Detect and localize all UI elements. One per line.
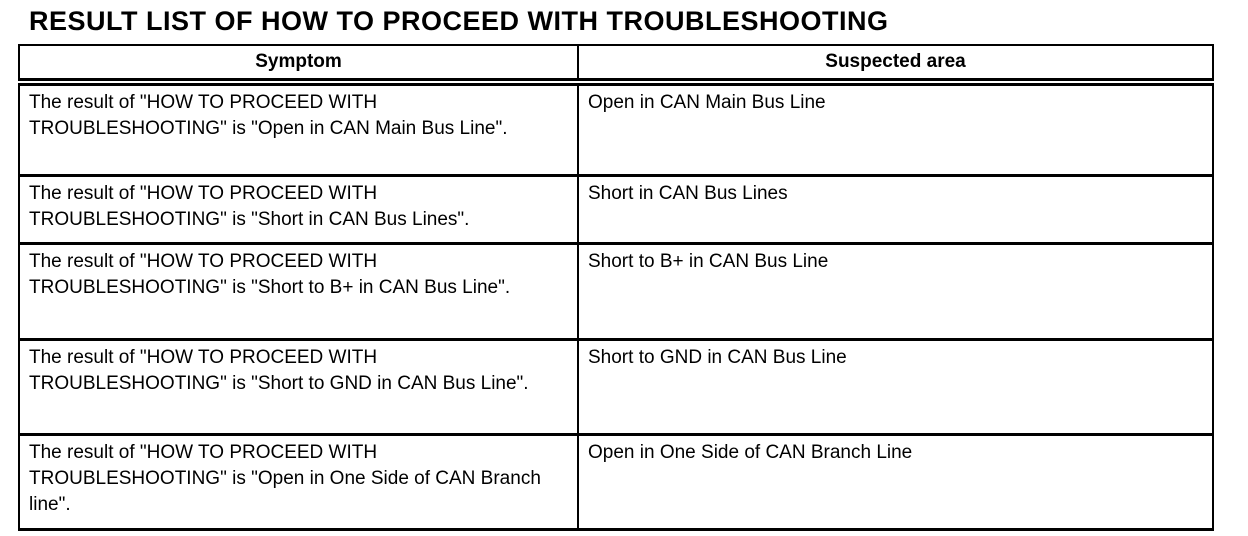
troubleshooting-result-table: Symptom Suspected area The result of "HO… bbox=[18, 44, 1214, 531]
table-row: The result of "HOW TO PROCEED WITH TROUB… bbox=[18, 174, 1214, 245]
suspected-area-cell: Open in CAN Main Bus Line bbox=[577, 80, 1214, 177]
table-body: The result of "HOW TO PROCEED WITH TROUB… bbox=[18, 80, 1214, 531]
suspected-area-cell: Short to B+ in CAN Bus Line bbox=[577, 242, 1214, 341]
table-row: The result of "HOW TO PROCEED WITH TROUB… bbox=[18, 242, 1214, 341]
symptom-cell: The result of "HOW TO PROCEED WITH TROUB… bbox=[18, 174, 579, 245]
symptom-cell: The result of "HOW TO PROCEED WITH TROUB… bbox=[18, 80, 579, 177]
table-header-row: Symptom Suspected area bbox=[18, 44, 1214, 86]
symptom-cell: The result of "HOW TO PROCEED WITH TROUB… bbox=[18, 433, 579, 531]
table-row: The result of "HOW TO PROCEED WITH TROUB… bbox=[18, 433, 1214, 531]
table-row: The result of "HOW TO PROCEED WITH TROUB… bbox=[18, 338, 1214, 436]
suspected-area-cell: Short in CAN Bus Lines bbox=[577, 174, 1214, 245]
page-title: RESULT LIST OF HOW TO PROCEED WITH TROUB… bbox=[29, 6, 889, 36]
column-header-suspected-area: Suspected area bbox=[577, 44, 1214, 86]
symptom-cell: The result of "HOW TO PROCEED WITH TROUB… bbox=[18, 242, 579, 341]
table-row: The result of "HOW TO PROCEED WITH TROUB… bbox=[18, 80, 1214, 177]
column-header-symptom: Symptom bbox=[18, 44, 579, 86]
table-header: Symptom Suspected area bbox=[18, 44, 1214, 86]
symptom-cell: The result of "HOW TO PROCEED WITH TROUB… bbox=[18, 338, 579, 436]
suspected-area-cell: Short to GND in CAN Bus Line bbox=[577, 338, 1214, 436]
suspected-area-cell: Open in One Side of CAN Branch Line bbox=[577, 433, 1214, 531]
